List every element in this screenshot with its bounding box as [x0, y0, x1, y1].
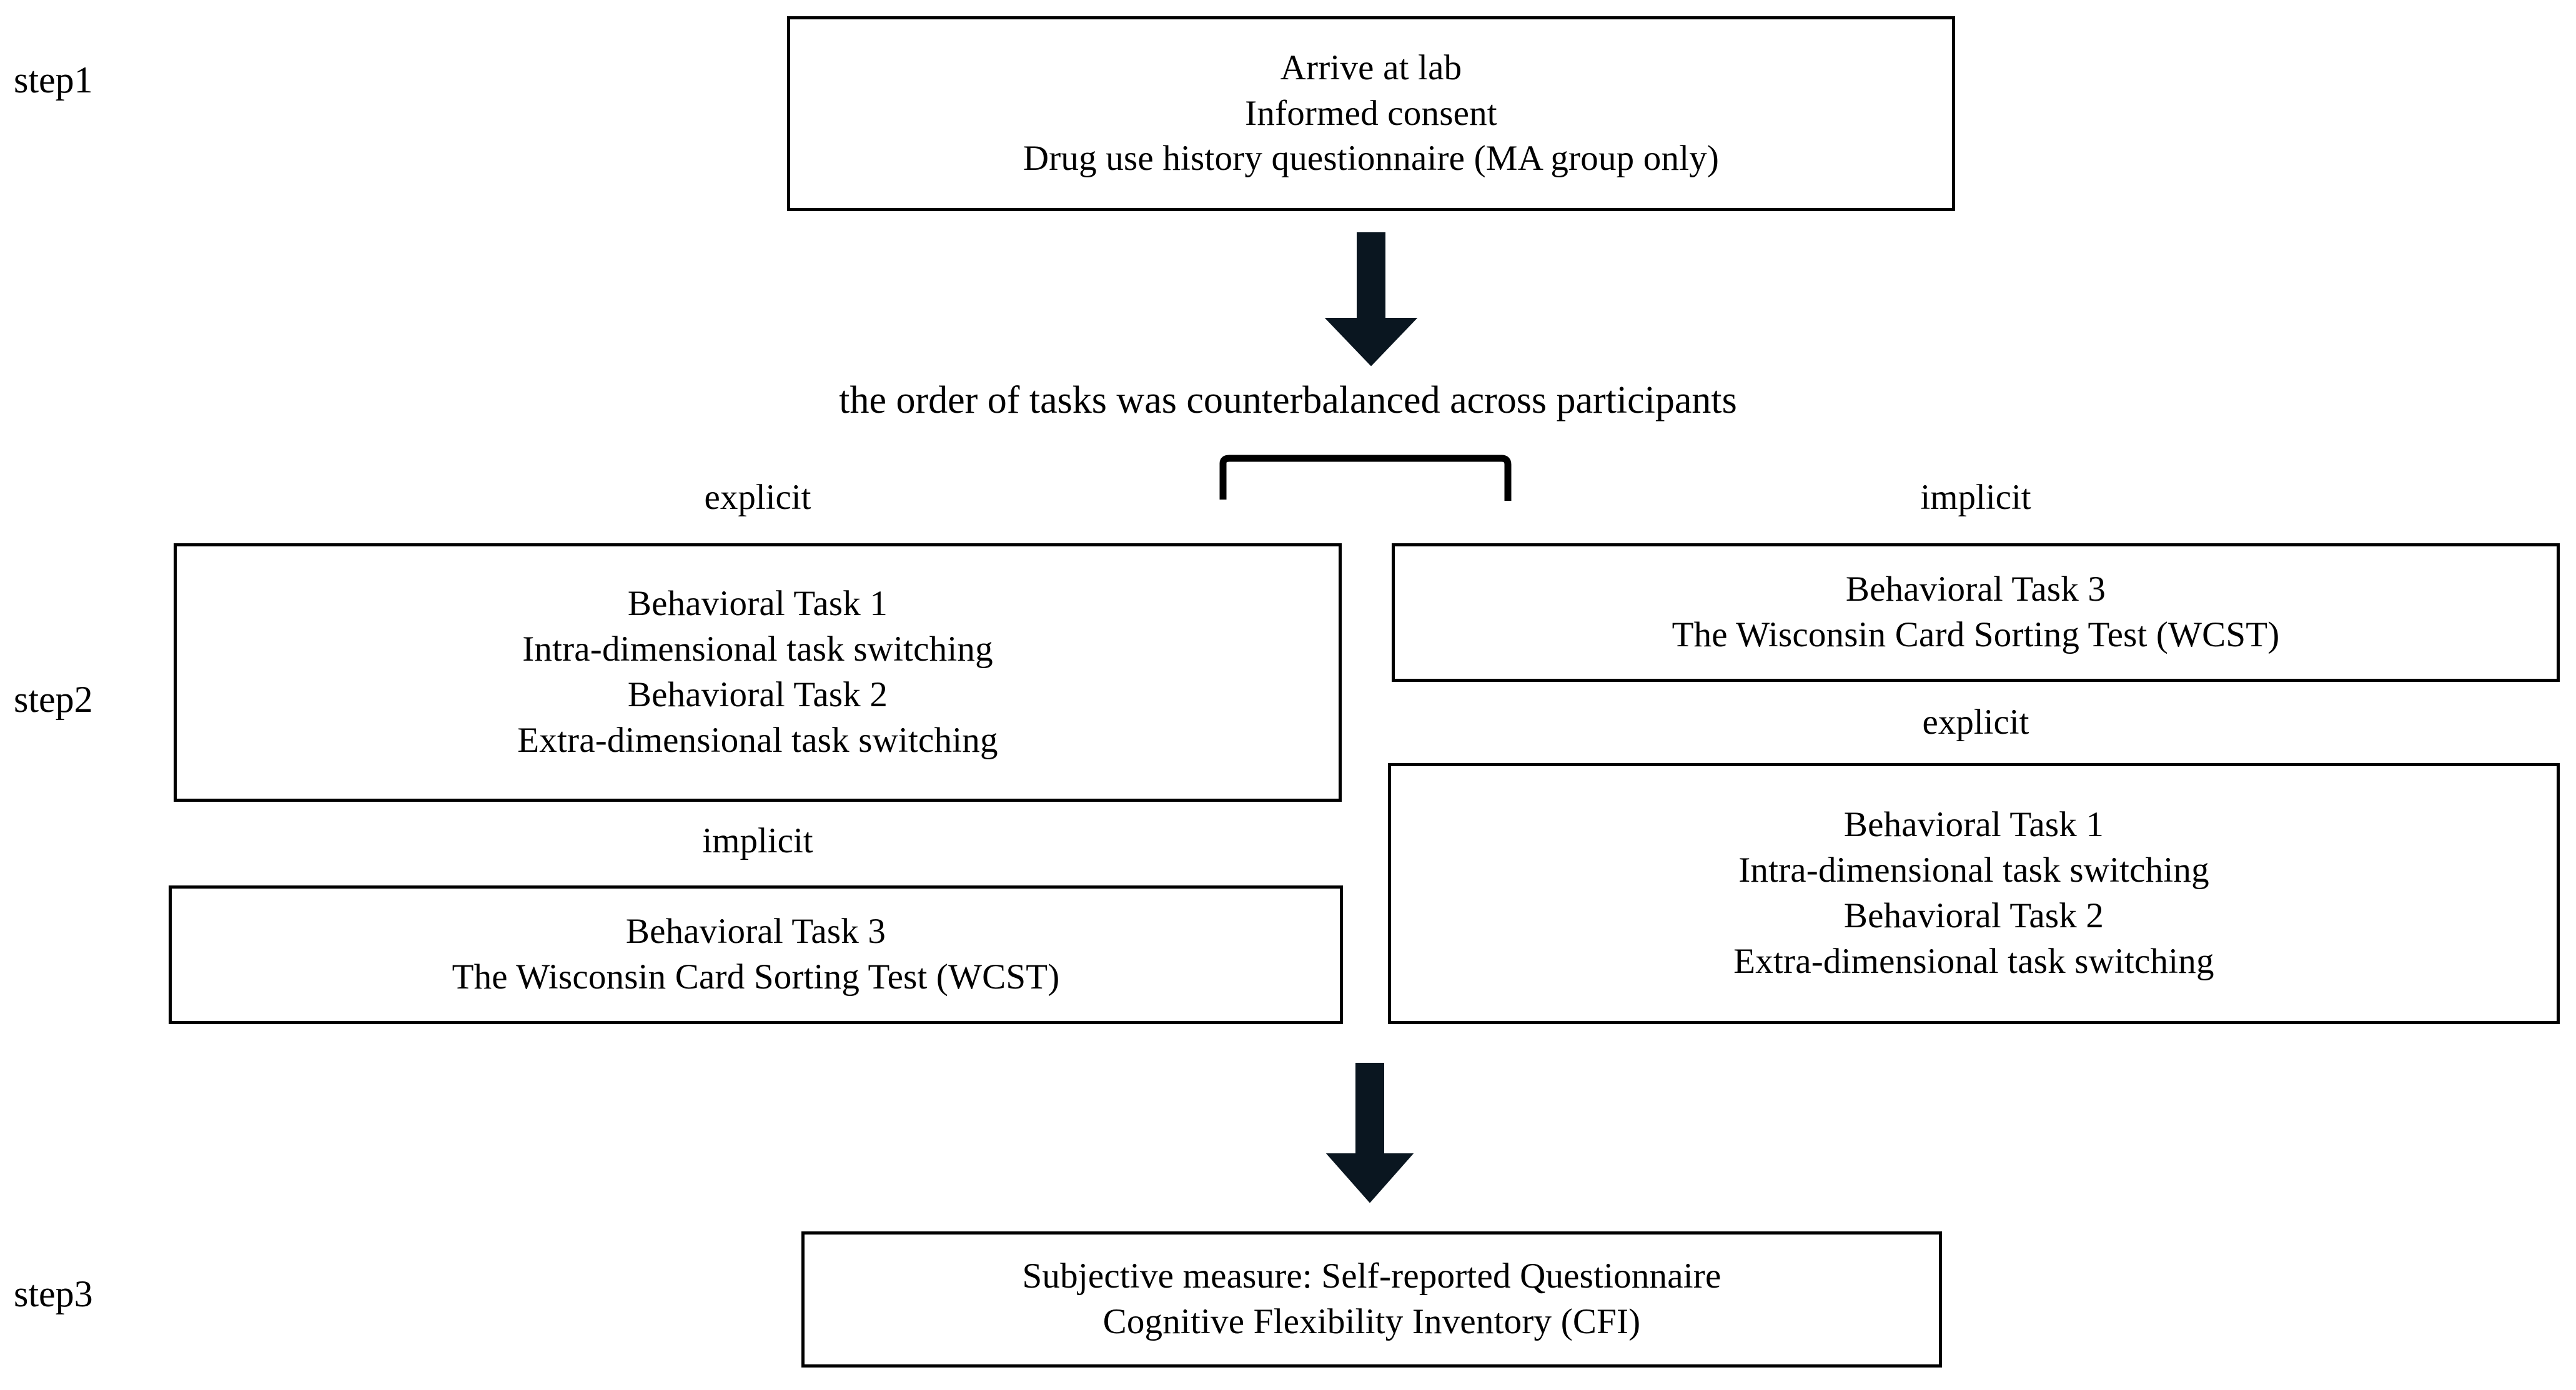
right-first-line-1: Behavioral Task 3: [1845, 569, 2106, 609]
right-first-line-2: The Wisconsin Card Sorting Test (WCST): [1672, 615, 2280, 654]
down-arrow-icon: [1325, 1063, 1414, 1203]
step1-line-2: Informed consent: [1245, 93, 1497, 133]
left-branch-second-box: Behavioral Task 3 The Wisconsin Card Sor…: [169, 885, 1343, 1024]
left-first-line-1: Behavioral Task 1: [627, 584, 888, 624]
left-branch-first-condition-label: explicit: [704, 478, 811, 517]
down-arrow-icon: [1324, 232, 1418, 367]
step1-box: Arrive at lab Informed consent Drug use …: [787, 16, 1955, 211]
left-first-line-4: Extra-dimensional task switching: [517, 720, 998, 760]
step1-line-3: Drug use history questionnaire (MA group…: [1023, 139, 1720, 179]
step3-line-2: Cognitive Flexibility Inventory (CFI): [1102, 1302, 1641, 1341]
right-second-line-4: Extra-dimensional task switching: [1733, 941, 2214, 981]
step-label-step2: step2: [14, 679, 93, 720]
right-branch-second-condition-label: explicit: [1922, 702, 2029, 742]
right-branch-first-condition-label: implicit: [1920, 478, 2031, 517]
step1-line-1: Arrive at lab: [1280, 47, 1462, 87]
counterbalance-note: the order of tasks was counterbalanced a…: [839, 379, 1737, 421]
left-first-line-2: Intra-dimensional task switching: [522, 629, 993, 669]
right-second-line-2: Intra-dimensional task switching: [1738, 850, 2209, 890]
right-second-line-3: Behavioral Task 2: [1843, 896, 2104, 935]
left-second-line-2: The Wisconsin Card Sorting Test (WCST): [452, 957, 1060, 997]
split-bracket-connector: [1219, 455, 1512, 501]
left-first-line-3: Behavioral Task 2: [627, 675, 888, 714]
step3-line-1: Subjective measure: Self-reported Questi…: [1022, 1256, 1721, 1296]
right-branch-first-box: Behavioral Task 3 The Wisconsin Card Sor…: [1392, 543, 2560, 682]
right-second-line-1: Behavioral Task 1: [1843, 805, 2104, 845]
left-branch-second-condition-label: implicit: [702, 821, 813, 860]
step3-box: Subjective measure: Self-reported Questi…: [801, 1231, 1942, 1368]
left-branch-first-box: Behavioral Task 1 Intra-dimensional task…: [174, 543, 1342, 802]
left-second-line-1: Behavioral Task 3: [625, 912, 886, 952]
step-label-step1: step1: [14, 59, 93, 101]
step-label-step3: step3: [14, 1273, 93, 1314]
right-branch-second-box: Behavioral Task 1 Intra-dimensional task…: [1388, 763, 2560, 1024]
